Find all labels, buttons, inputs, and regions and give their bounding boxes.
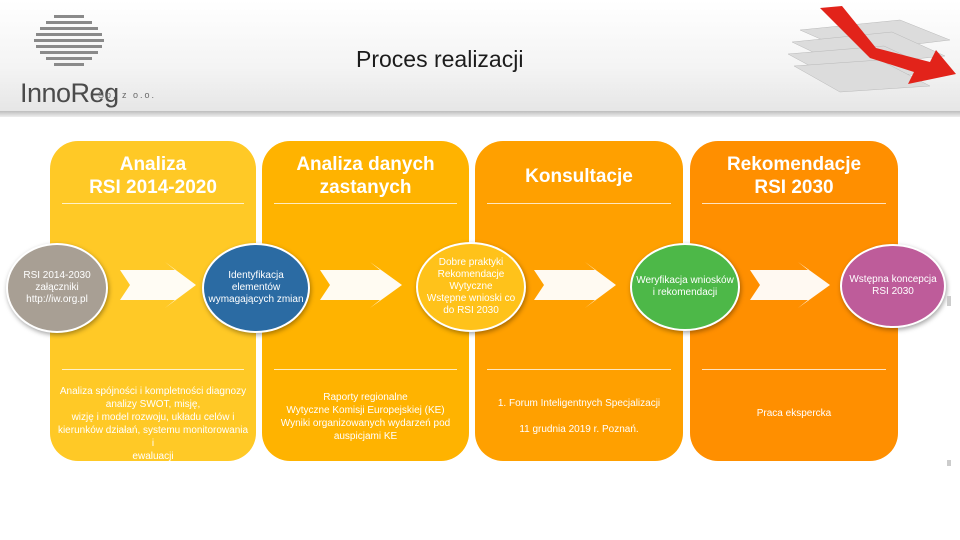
stage-title: Analiza RSI 2014-2020 bbox=[50, 153, 256, 199]
stage-divider bbox=[274, 369, 457, 370]
page-title: Proces realizacji bbox=[356, 46, 523, 73]
node-label: Identyfikacja elementów wymagających zmi… bbox=[204, 270, 307, 306]
logo-subtitle: Sp. z o.o. bbox=[98, 90, 156, 100]
process-node-dobre-praktyki: Dobre praktyki Rekomendacje Wytyczne Wst… bbox=[416, 242, 526, 332]
stage-title: Rekomendacje RSI 2030 bbox=[690, 153, 898, 199]
node-label: Dobre praktyki Rekomendacje Wytyczne Wst… bbox=[423, 257, 519, 317]
process-node-identyfikacja: Identyfikacja elementów wymagających zmi… bbox=[202, 243, 310, 333]
node-label: Wstępna koncepcja RSI 2030 bbox=[845, 274, 940, 298]
stage-divider bbox=[487, 369, 671, 370]
edge-marker bbox=[947, 296, 951, 306]
red-arrow-decoration-icon bbox=[780, 0, 960, 112]
stage-description: Raporty regionalne Wytyczne Komisji Euro… bbox=[268, 391, 463, 443]
stage-divider bbox=[62, 203, 244, 204]
stage-title: Konsultacje bbox=[475, 165, 683, 188]
stage-divider bbox=[487, 203, 671, 204]
node-label: RSI 2014-2030 załączniki http://iw.org.p… bbox=[19, 270, 94, 306]
logo-stripes-icon bbox=[14, 10, 154, 80]
node-label: Weryfikacja wniosków i rekomendacji bbox=[632, 275, 738, 299]
stage-divider bbox=[702, 369, 886, 370]
process-node-weryfikacja: Weryfikacja wniosków i rekomendacji bbox=[630, 243, 740, 331]
stage-description: Analiza spójności i kompletności diagnoz… bbox=[56, 385, 250, 463]
stage-description: Praca ekspercka bbox=[696, 407, 892, 420]
process-node-koncepcja: Wstępna koncepcja RSI 2030 bbox=[840, 244, 946, 328]
stage-divider bbox=[62, 369, 244, 370]
process-node-rsi-sources: RSI 2014-2030 załączniki http://iw.org.p… bbox=[6, 243, 108, 333]
stage-description: 1. Forum Inteligentnych Specjalizacji 11… bbox=[481, 397, 677, 436]
stage-divider bbox=[702, 203, 886, 204]
stage-title: Analiza danych zastanych bbox=[262, 153, 469, 199]
edge-marker bbox=[947, 460, 951, 466]
company-logo: InnoReg Sp. z o.o. bbox=[14, 10, 154, 105]
stage-divider bbox=[274, 203, 457, 204]
